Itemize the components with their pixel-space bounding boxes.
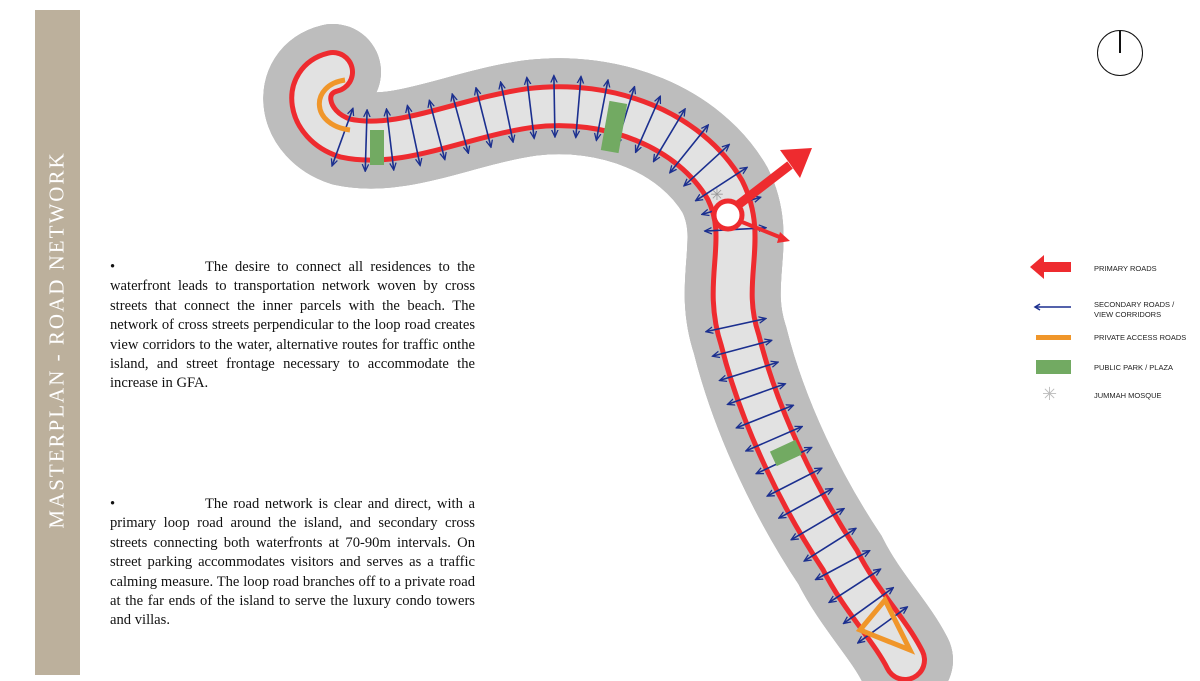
secondary-road-arrow [830,569,880,602]
secondary-road-arrow [844,588,893,623]
secondary-exit-road [741,220,783,240]
legend-mosque: ✳ JUMMAH MOSQUE [1028,380,1198,410]
secondary-road-arrow [408,106,420,165]
legend-label-line2: VIEW CORRIDORS [1094,310,1162,319]
park [769,439,803,467]
secondary-road-arrow [684,145,728,186]
secondary-road-arrow [713,341,771,356]
secondary-road-arrow [430,101,445,159]
secondary-road-arrow [387,110,394,170]
secondary-road-arrow [501,83,513,142]
green-rect-icon [1036,360,1071,374]
legend-park: PUBLIC PARK / PLAZA [1028,352,1198,382]
mosque-star-icon: ✳ [710,187,723,204]
secondary-exit-arrowhead [777,232,790,243]
primary-exit-road [735,161,793,209]
paragraph-text: The road network is clear and direct, wi… [110,496,475,629]
legend-label: JUMMAH MOSQUE [1094,391,1162,400]
sidebar-band [35,10,80,675]
roundabout [711,198,745,232]
secondary-road-arrow [816,551,869,579]
secondary-road-arrow [720,362,777,380]
red-arrow-icon [1030,255,1071,279]
legend-secondary: SECONDARY ROADS /VIEW CORRIDORS [1028,292,1198,322]
legend-label: PRIVATE ACCESS ROADS [1094,333,1187,342]
bullet: • [110,259,116,275]
secondary-road-arrow [737,405,793,427]
secondary-road-arrow [728,384,785,404]
secondary-road-arrow [792,509,844,539]
north-arrow-icon [1097,30,1143,76]
secondary-road-arrow [597,81,608,140]
paragraph-2: •The road network is clear and direct, w… [110,495,475,631]
primary-exit-arrowhead [780,148,812,178]
mosque-star-icon: ✳ [1042,384,1058,404]
secondary-road-arrow [554,76,555,136]
legend-label: SECONDARY ROADS /VIEW CORRIDORS [1094,300,1174,320]
legend-private: PRIVATE ACCESS ROADS [1028,322,1198,352]
secondary-road-arrow [636,97,660,152]
secondary-roads [332,76,907,642]
secondary-road-arrow [805,529,856,561]
legend-label: PUBLIC PARK / PLAZA [1094,363,1174,372]
secondary-road-arrow [768,468,821,495]
legend-label: PRIMARY ROADS [1094,264,1157,273]
blue-arrow-icon [1033,303,1071,311]
secondary-road-arrow [779,489,832,518]
secondary-road-arrow [527,78,534,138]
secondary-road-arrow [332,109,352,165]
secondary-road-arrow [365,111,367,171]
legend-label-line1: SECONDARY ROADS / [1094,300,1175,309]
secondary-road-arrow [696,168,746,201]
secondary-road-arrow [707,319,766,332]
private-access-road [855,595,916,655]
bullet: • [110,496,116,512]
legend-primary: PRIMARY ROADS [1028,252,1198,282]
orange-line-icon [1036,335,1071,340]
secondary-road-arrow [858,607,907,642]
secondary-road-arrow [476,88,491,146]
secondary-road-arrow [747,427,802,451]
paragraph-1: •The desire to connect all residences to… [110,258,475,394]
park [600,100,628,154]
private-access-road [316,77,351,133]
park [370,130,384,165]
paragraph-text: The desire to connect all residences to … [110,259,475,392]
secondary-road-arrow [576,77,581,137]
secondary-road-arrow [452,95,468,153]
